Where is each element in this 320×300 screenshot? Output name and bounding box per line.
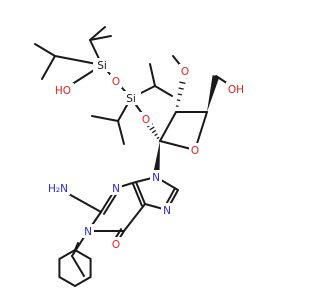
bond-c6-c5	[123, 203, 146, 232]
atom-si-1: Si	[97, 60, 107, 72]
bond-isopropyl-4-methyl-b	[117, 120, 125, 145]
bond-phenyl-6	[74, 249, 92, 260]
atom-nitrogen-1: N	[84, 226, 92, 238]
bond-ch2-phenyl	[74, 242, 79, 251]
bond-lines	[34, 26, 237, 287]
atom-labels: Si Si HO O O O OH O N N N N H₂N O	[46, 58, 246, 251]
atom-oxygen-methoxy: O	[181, 66, 189, 78]
atom-hydroxyl-5prime: OH	[228, 84, 244, 96]
bond-isopropyl-2-methyl-b	[89, 35, 112, 41]
bond-isopropyl-3-methyl-a	[149, 63, 156, 87]
atom-si-2: Si	[126, 93, 136, 105]
atom-oxygen-siloxane: O	[112, 76, 120, 88]
atom-oxygen-carbonyl: O	[112, 239, 120, 251]
bond-c5-c4	[135, 181, 146, 205]
chemical-structure: Si Si HO O O O OH O N N N N H₂N O	[34, 26, 246, 287]
bond-isopropyl-4-methyl-a	[91, 115, 119, 122]
bond-phenyl-1	[58, 249, 76, 260]
atom-nitrogen-9: N	[152, 172, 160, 184]
bond-phenyl-3	[58, 276, 76, 287]
bond-isopropyl-3-methyl-b	[154, 85, 173, 97]
bond-c4-c5-double	[131, 182, 143, 207]
bond-c2prime-c3prime	[159, 111, 177, 142]
atom-oxygen-ring: O	[191, 145, 199, 157]
atom-oxygen-2prime: O	[142, 114, 150, 126]
bond-isopropyl-2-methyl-a	[89, 26, 106, 41]
wedge-bond-c1prime-n9	[152, 141, 160, 178]
bond-isopropyl-1-methyl-a	[34, 43, 56, 57]
atom-hydroxyl-silanol: HO	[55, 85, 71, 97]
wedge-bonds	[152, 75, 220, 178]
hatched-bond-c3prime-methoxy	[175, 75, 188, 108]
wedge-bond-c4prime-c5prime	[207, 75, 220, 112]
atom-amino: H₂N	[48, 183, 68, 195]
bond-phenyl-4	[74, 276, 92, 287]
bond-isopropyl-1-methyl-b	[41, 55, 56, 80]
atom-nitrogen-7: N	[163, 205, 171, 217]
bond-benzyl-ring	[71, 255, 85, 277]
atom-nitrogen-3: N	[112, 183, 120, 195]
